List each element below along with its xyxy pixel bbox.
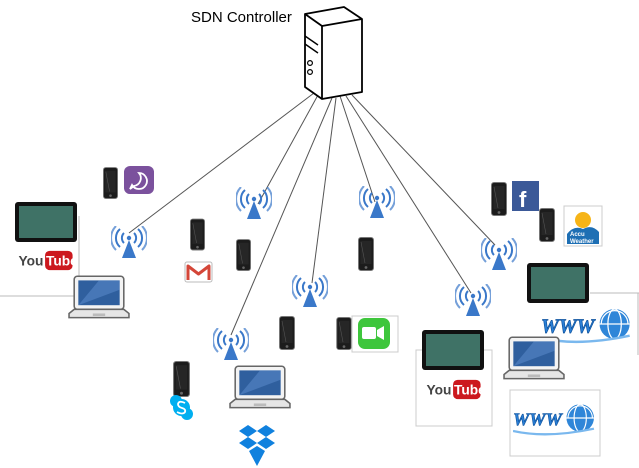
access-point-icon	[481, 238, 517, 271]
phone-icon	[103, 167, 118, 199]
link-line	[311, 97, 337, 284]
phone-icon	[279, 316, 295, 350]
laptop-icon	[503, 336, 565, 380]
link-line	[339, 95, 376, 203]
accuweather-bottom-text: Weather	[570, 239, 594, 245]
phone-icon	[236, 239, 251, 271]
server-icon	[304, 6, 363, 100]
facebook-letter: f	[519, 187, 527, 212]
link-line	[230, 97, 333, 336]
gmail-icon	[184, 261, 213, 283]
tablet-icon	[15, 202, 77, 242]
youtube-logo-icon	[426, 379, 482, 400]
tablet-icon	[422, 330, 484, 370]
link-line	[351, 94, 496, 246]
phone-icon	[491, 182, 507, 216]
access-point-icon	[292, 275, 328, 308]
facetime-icon	[351, 315, 399, 353]
access-point-icon	[213, 328, 249, 361]
phone-icon	[173, 361, 190, 397]
phone-icon	[336, 317, 352, 350]
laptop-icon	[68, 275, 130, 319]
phone-icon	[358, 237, 374, 271]
access-point-icon	[111, 226, 147, 259]
controller-label: SDN Controller	[191, 9, 292, 26]
viber-icon	[124, 166, 154, 194]
access-point-icon	[359, 186, 395, 219]
laptop-icon	[229, 365, 291, 409]
link-line	[128, 92, 315, 234]
client-panel	[509, 389, 601, 457]
controller-links	[128, 92, 496, 336]
youtube-logo-icon	[18, 250, 74, 271]
access-point-icon	[455, 284, 491, 317]
www-globe-icon	[513, 403, 596, 436]
accuweather-icon: Accu Weather	[563, 205, 603, 247]
link-line	[257, 94, 319, 205]
dropbox-icon	[239, 425, 275, 466]
link-line	[345, 95, 472, 294]
phone-icon	[190, 218, 205, 251]
accuweather-top-text: Accu	[570, 232, 585, 238]
facebook-icon: f	[512, 181, 539, 212]
phone-icon	[539, 208, 555, 242]
skype-icon	[170, 395, 193, 420]
tablet-icon	[527, 263, 589, 303]
access-point-icon	[236, 187, 272, 220]
